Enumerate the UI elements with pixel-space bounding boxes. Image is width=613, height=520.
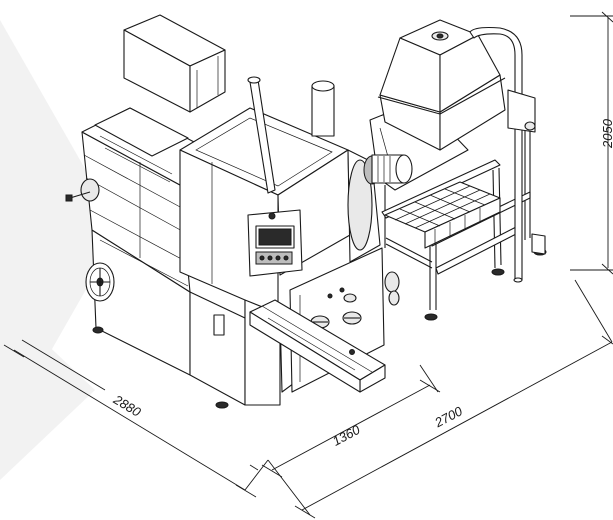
dim-label-2700: 2700 [431, 403, 465, 431]
dimension-lines [3, 11, 613, 519]
dim-label-2880: 2880 [110, 391, 144, 420]
return-pipe [469, 26, 523, 283]
cylinder-top [311, 80, 335, 137]
adjust-wheels [310, 287, 362, 329]
crank-knob [65, 178, 100, 202]
handwheel-left [85, 262, 115, 302]
motor [363, 154, 413, 185]
dim-label-1360: 1360 [330, 422, 363, 449]
mesh-basket [384, 181, 501, 249]
feed-pipe [247, 76, 276, 194]
dim-label-2050: 2050 [600, 118, 613, 149]
hopper-unit [363, 19, 547, 321]
background-watermark [0, 20, 120, 480]
control-panel [247, 209, 303, 277]
output-conveyor [249, 299, 386, 393]
